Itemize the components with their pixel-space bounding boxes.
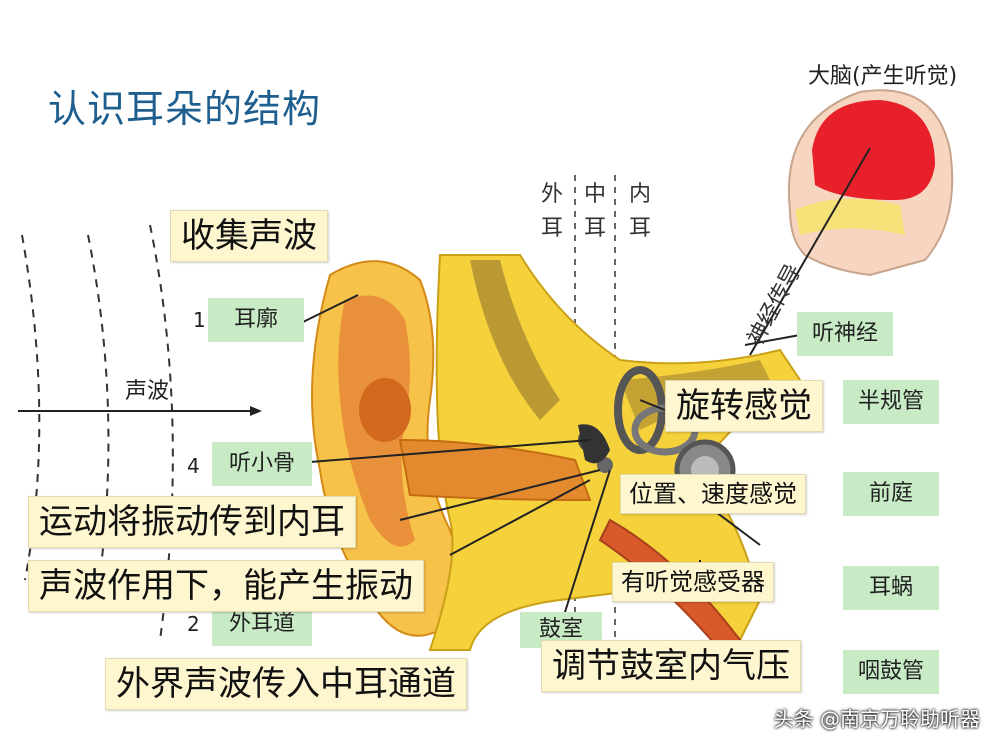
tag-ossicle: 听小骨	[212, 442, 312, 486]
number-2: 2	[187, 612, 200, 636]
division-inner-ear: 内耳	[628, 182, 651, 241]
number-4: 4	[187, 454, 200, 478]
division-outer-ear: 外耳	[540, 182, 563, 241]
head-illustration	[787, 89, 954, 277]
tag-eustachian-tube: 咽鼓管	[843, 650, 939, 694]
division-middle-ear: 中耳	[583, 182, 606, 241]
caption-position-speed: 位置、速度感觉	[620, 474, 806, 514]
caption-vibrate: 声波作用下，能产生振动	[28, 560, 424, 612]
number-1: 1	[193, 308, 206, 332]
page-title: 认识耳朵的结构	[48, 87, 322, 131]
caption-pressure: 调节鼓室内气压	[541, 640, 801, 692]
brain-label: 大脑(产生听觉)	[808, 64, 958, 89]
caption-transmit-vibration: 运动将振动传到内耳	[28, 496, 356, 548]
caption-rotation-sense: 旋转感觉	[665, 380, 823, 432]
tag-vestibule: 前庭	[843, 472, 939, 516]
tag-auditory-nerve: 听神经	[797, 312, 893, 356]
tag-semicircular-canal: 半规管	[843, 380, 939, 424]
caption-ear-canal: 外界声波传入中耳通道	[105, 658, 467, 710]
pointer-lines	[302, 294, 801, 613]
tag-cochlea: 耳蜗	[843, 566, 939, 610]
caption-hearing-receptor: 有听觉感受器	[612, 562, 774, 602]
sound-arrow-head	[250, 406, 262, 416]
watermark: 头条 @南京万聆助听器	[773, 707, 980, 731]
caption-collect-sound: 收集声波	[170, 210, 328, 262]
sound-wave-label: 声波	[125, 379, 170, 404]
nerve-line	[749, 147, 871, 356]
tag-auricle: 耳廓	[208, 298, 304, 342]
